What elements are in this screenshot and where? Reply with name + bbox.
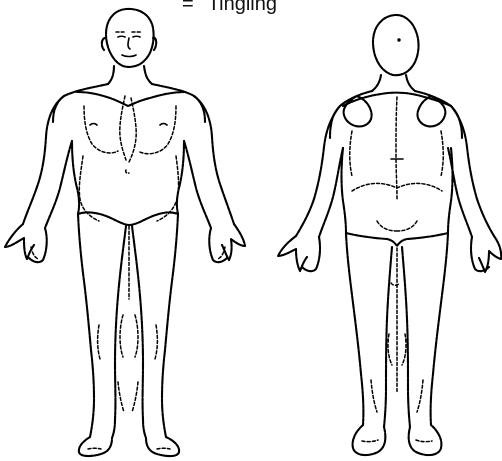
- back-right-arm: [448, 106, 501, 272]
- front-body-figure: [5, 9, 245, 456]
- front-feet: [79, 437, 179, 456]
- back-left-arm: [278, 106, 343, 271]
- front-torso: [53, 66, 205, 225]
- front-left-arm: [5, 96, 72, 262]
- back-legs: [346, 233, 448, 427]
- back-body-figure: [278, 15, 501, 455]
- front-legs: [78, 214, 178, 438]
- back-head: [372, 15, 419, 91]
- back-torso: [330, 91, 462, 246]
- front-right-arm: [184, 96, 245, 262]
- front-head: [102, 9, 156, 67]
- back-feet: [353, 425, 442, 455]
